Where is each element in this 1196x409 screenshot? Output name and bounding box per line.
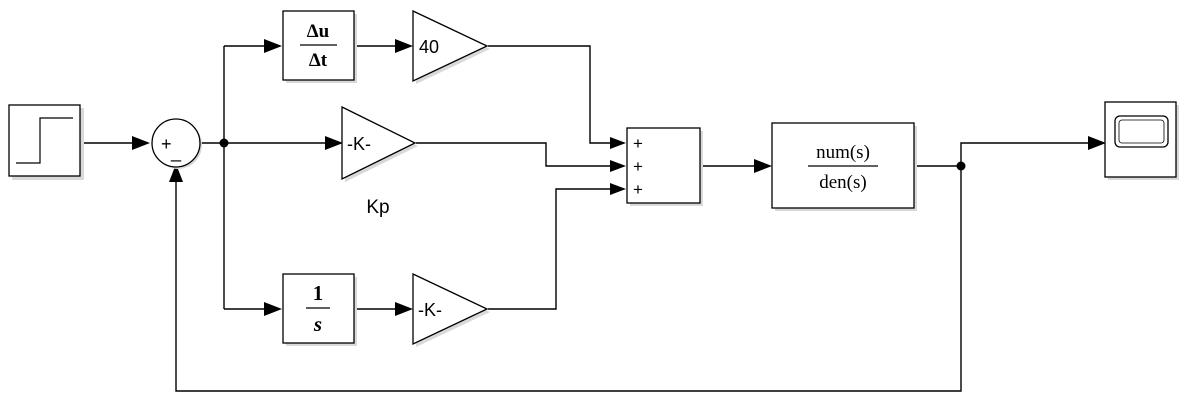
arrowhead-feedback xyxy=(169,164,183,182)
wire-p-to-sum3[interactable] xyxy=(416,142,612,167)
arrowhead-tf-input xyxy=(754,159,772,173)
sum3-sign-1: + xyxy=(633,134,643,153)
wire-to-scope[interactable] xyxy=(960,142,1090,166)
transfer-function-block[interactable]: num(s) den(s) xyxy=(771,122,917,211)
sum-minus-sign: _ xyxy=(170,142,182,163)
derivative-numerator: Δu xyxy=(307,21,330,42)
arrowhead-sum3-in2 xyxy=(610,160,626,172)
integral-gain-block[interactable]: -K- xyxy=(412,272,490,347)
arrowhead-scope-input xyxy=(1088,136,1106,150)
derivative-block[interactable]: Δu Δt xyxy=(282,10,357,83)
integrator-denominator: s xyxy=(313,312,322,336)
wire-i-to-sum3[interactable] xyxy=(488,188,612,310)
integrator-numerator: 1 xyxy=(313,281,324,305)
proportional-gain-caption: Kp xyxy=(366,197,389,218)
arrowhead-derivative-input xyxy=(264,39,282,53)
branch-point-output xyxy=(956,161,966,171)
derivative-gain-value: 40 xyxy=(419,37,439,57)
sum3-sign-2: + xyxy=(633,157,643,176)
derivative-gain-block[interactable]: 40 xyxy=(412,9,490,84)
arrowhead-integrator-input xyxy=(264,302,282,316)
arrowhead-kp-input xyxy=(325,136,343,150)
branch-point-error xyxy=(219,138,229,148)
step-block[interactable] xyxy=(8,104,84,180)
scope-block[interactable] xyxy=(1104,101,1179,180)
sum-plus-sign: + xyxy=(161,134,172,154)
sum3-sign-3: + xyxy=(633,180,643,199)
integral-gain-value: -K- xyxy=(418,300,442,320)
derivative-denominator: Δt xyxy=(309,50,328,71)
arrowhead-sum3-in3 xyxy=(610,183,626,195)
wire-d-to-sum3[interactable] xyxy=(488,45,612,144)
tf-denominator: den(s) xyxy=(819,172,866,193)
arrowhead-sum3-in1 xyxy=(610,137,626,149)
proportional-gain-value: -K- xyxy=(347,134,371,154)
arrowhead-ki-input xyxy=(395,302,413,316)
sum3-block[interactable]: + + + xyxy=(626,127,703,206)
step-icon xyxy=(16,117,73,164)
scope-screen-icon xyxy=(1114,115,1169,148)
tf-numerator: num(s) xyxy=(816,142,870,163)
sum-block[interactable]: + _ xyxy=(151,118,202,169)
proportional-gain-block[interactable]: -K- xyxy=(341,105,418,182)
arrowhead-gain40-input xyxy=(395,39,413,53)
signal-lines xyxy=(80,45,1090,392)
arrowheads xyxy=(132,39,1106,316)
arrowhead-sum-input xyxy=(132,136,150,150)
integrator-block[interactable]: 1 s xyxy=(282,273,357,346)
wire-feedback[interactable] xyxy=(175,166,962,392)
